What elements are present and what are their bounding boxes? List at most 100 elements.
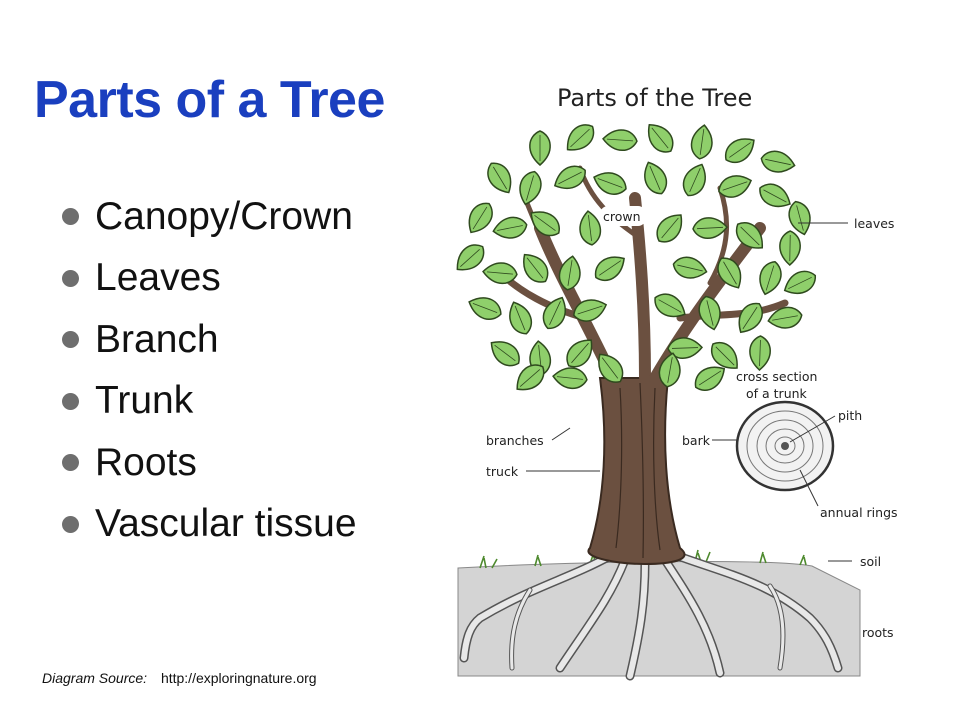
leaf-vein (557, 376, 583, 380)
source-label: Diagram Source: (42, 670, 148, 686)
label-bark: bark (682, 433, 711, 448)
roots (459, 551, 843, 681)
bullet-item: Trunk (62, 371, 357, 433)
leaf-vein (588, 215, 592, 241)
pith-center (781, 442, 789, 450)
bullet-dot-icon (62, 392, 79, 410)
leaf-vein (696, 226, 724, 230)
bullet-item: Canopy/Crown (62, 186, 357, 248)
crown-label-bg (600, 206, 646, 226)
bullet-item: Branch (62, 309, 357, 371)
bullet-dot-icon (62, 515, 79, 533)
label-leaves: leaves (854, 216, 894, 231)
leaf (783, 270, 817, 294)
leaf-vein (597, 178, 623, 188)
bullet-item: Roots (62, 432, 357, 494)
leaf-vein (689, 167, 701, 193)
leaf-vein (549, 301, 561, 325)
leaf-vein (698, 370, 722, 386)
leaf-vein (601, 357, 619, 379)
label-crown: crown (603, 209, 641, 224)
label-pith: pith (838, 408, 862, 423)
leaf-vein (759, 339, 761, 367)
bullet-text: Leaves (95, 256, 221, 300)
trunk (587, 377, 686, 566)
leaf-vein (706, 300, 714, 326)
leaf-vein (577, 305, 603, 315)
tree-diagram-svg: Parts of the Tree (456, 84, 898, 681)
leaf (573, 299, 608, 322)
leaf (553, 165, 586, 190)
diagram-title: Parts of the Tree (557, 84, 752, 112)
leaf (759, 260, 782, 296)
leader-pith (789, 415, 836, 443)
leaf-vein (607, 138, 633, 142)
leaf-vein (742, 306, 758, 330)
label-annual-rings: annual rings (820, 505, 898, 520)
leaf-vein (740, 226, 760, 246)
leaves-canopy (456, 124, 817, 391)
leaf-vein (729, 142, 751, 158)
leaf-vein (722, 181, 748, 191)
label-cross-section-line1: cross section (736, 369, 817, 384)
bullet-dot-icon (62, 331, 79, 349)
leaf (788, 200, 811, 236)
bullet-item: Vascular tissue (62, 494, 357, 556)
source-link[interactable]: http://exploringnature.org (160, 670, 317, 686)
label-soil: soil (860, 554, 881, 569)
leaf-vein (723, 261, 737, 285)
leaf-vein (519, 369, 541, 387)
leaf-vein (651, 127, 669, 149)
leaf (717, 257, 742, 289)
leader-branches (551, 427, 571, 441)
leaf-vein (671, 347, 699, 349)
label-branches: branches (486, 433, 544, 448)
bullet-text: Vascular tissue (95, 502, 357, 546)
leaf (519, 170, 542, 206)
leaf (509, 301, 533, 335)
label-truck: truck (486, 464, 519, 479)
leaf-vein (765, 158, 791, 166)
bullet-text: Branch (95, 317, 219, 361)
leaf-vein (526, 257, 544, 279)
leaf (644, 161, 668, 195)
leaf-vein (667, 357, 673, 383)
leaf-vein (492, 166, 508, 190)
leader-annual-rings (799, 469, 819, 507)
leaf-vein (715, 346, 735, 366)
leaf-vein (494, 344, 516, 362)
leaf (542, 296, 566, 330)
leaf (759, 183, 791, 208)
leaf-vein (460, 249, 480, 267)
leaf-vein (567, 260, 573, 286)
leaf-vein (772, 315, 798, 321)
leaf-vein (699, 129, 705, 155)
leaf-vein (472, 302, 498, 314)
leaf-vein (570, 128, 590, 148)
leaf-vein (796, 205, 804, 231)
leaf (698, 295, 721, 331)
trunk-cross-section (735, 400, 835, 492)
bullet-text: Trunk (95, 379, 194, 423)
leaf-vein (649, 165, 661, 191)
leaf-vein (763, 189, 787, 203)
leaf-vein (598, 260, 622, 276)
trunk-texture (615, 382, 661, 559)
bullet-dot-icon (62, 208, 79, 226)
leaf (593, 172, 627, 195)
leaf-vein (765, 265, 775, 291)
leaf-vein (472, 206, 488, 230)
leaf (718, 175, 753, 198)
leaf-vein (571, 342, 589, 364)
leaf-vein (558, 171, 582, 185)
label-cross-section-line2: of a trunk (746, 386, 808, 401)
leaf (654, 293, 686, 318)
tree-diagram: Parts of the Tree (440, 78, 960, 688)
leaf-vein (658, 299, 682, 313)
slide-title: Parts of a Tree (34, 71, 385, 129)
leaf-vein (534, 215, 556, 231)
bullet-dot-icon (62, 269, 79, 287)
diagram-source: Diagram Source: http://exploringnature.o… (42, 670, 317, 686)
bullet-item: Leaves (62, 248, 357, 310)
leaf-vein (661, 217, 679, 239)
